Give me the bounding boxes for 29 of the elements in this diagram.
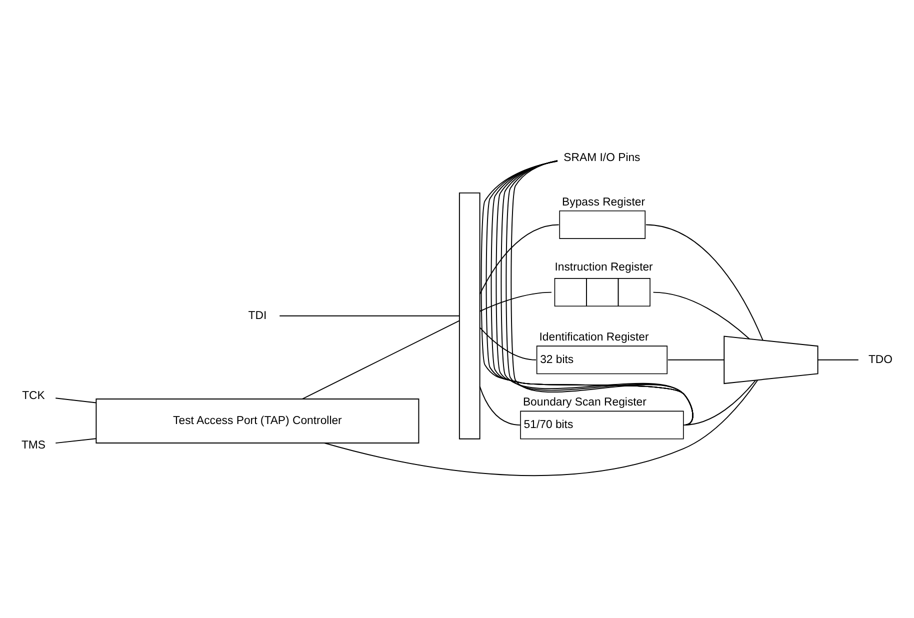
node-text: TDI xyxy=(248,309,267,322)
connector xyxy=(480,326,536,360)
node-text: TCK xyxy=(22,389,45,402)
node-text: TMS xyxy=(21,438,46,451)
connector xyxy=(302,320,460,399)
node-label: Bypass Register xyxy=(562,196,645,208)
node-text: SRAM I/O Pins xyxy=(564,151,640,164)
connector xyxy=(479,224,560,294)
connector xyxy=(652,291,750,339)
node-box: 32 bits xyxy=(536,345,668,374)
connector xyxy=(479,386,522,426)
node-label: Identification Register xyxy=(539,331,649,344)
node-label: Instruction Register xyxy=(554,260,653,273)
connector xyxy=(645,224,764,340)
connector xyxy=(479,291,552,312)
node-label: Boundary Scan Register xyxy=(522,396,646,408)
connector xyxy=(667,358,725,360)
node-box: 51/70 bits xyxy=(520,410,684,439)
connector xyxy=(55,397,97,403)
node-trapezoid xyxy=(724,335,818,384)
connector xyxy=(279,314,460,316)
connector xyxy=(682,380,756,426)
connector xyxy=(55,438,97,444)
node-box: Test Access Port (TAP) Controller xyxy=(96,398,420,443)
connector xyxy=(324,379,758,476)
node-box xyxy=(559,210,646,238)
node-bar xyxy=(458,192,480,439)
node-text: TDO xyxy=(868,353,893,366)
connector xyxy=(817,358,859,360)
